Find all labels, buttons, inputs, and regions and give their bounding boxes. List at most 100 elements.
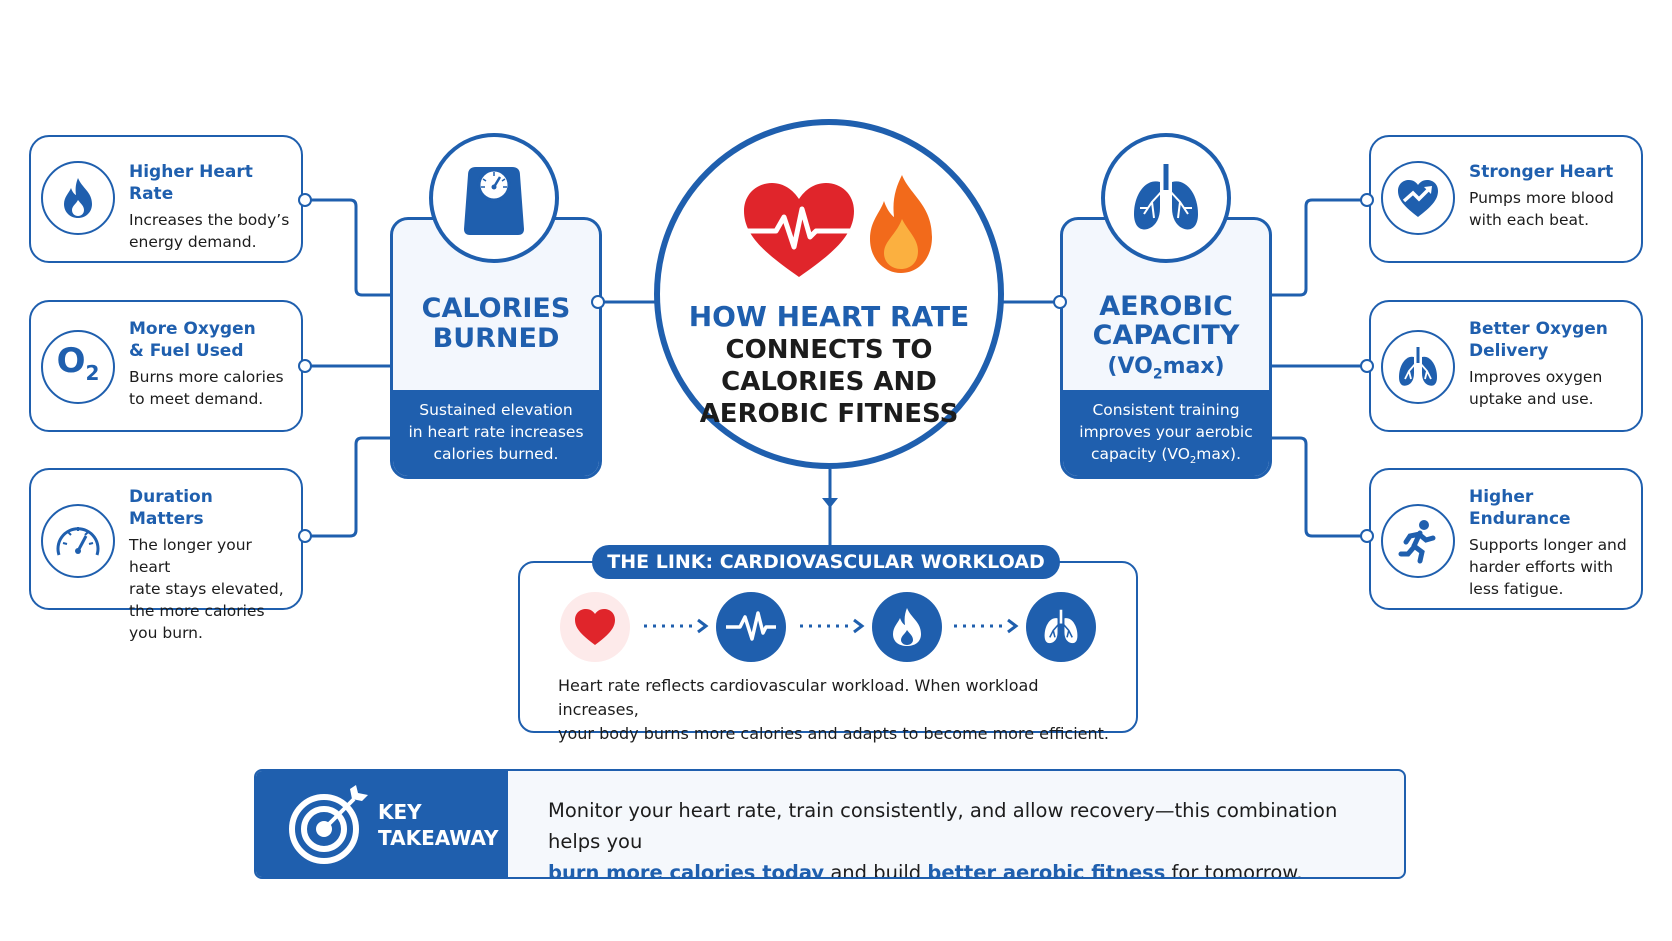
connector-dot <box>1053 295 1067 309</box>
panel-title: AEROBIC <box>1099 291 1233 322</box>
panel-description: Consistent training improves your aerobi… <box>1063 390 1269 476</box>
link-desc-line: your body burns more calories and adapts… <box>558 724 1110 743</box>
link-description: Heart rate reflects cardiovascular workl… <box>558 674 1118 746</box>
card-stronger-heart: Stronger Heart Pumps more blood with each… <box>1369 135 1643 263</box>
connector-dot <box>591 295 605 309</box>
connector-left-1 <box>305 198 392 297</box>
connector-dot <box>298 359 312 373</box>
card-desc-line: Increases the body’s <box>129 211 290 229</box>
card-desc-line: Burns more calories <box>129 368 284 386</box>
runner-icon <box>1398 520 1436 564</box>
card-title: More Oxygen <box>129 319 256 339</box>
panel-desc-line: improves your aerobic <box>1079 423 1253 441</box>
center-circle: HOW HEART RATE CONNECTS TO CALORIES AND … <box>654 119 1004 469</box>
flame-icon <box>870 175 932 273</box>
card-desc-line: uptake and use. <box>1469 390 1594 408</box>
takeaway-highlight: burn more calories today <box>548 861 825 879</box>
connector-dot <box>1360 193 1374 207</box>
card-desc-line: to meet demand. <box>129 390 264 408</box>
takeaway-highlight: better aerobic fitness <box>927 861 1166 879</box>
flow-heart <box>560 592 630 662</box>
flow-arrow <box>644 618 709 634</box>
scale-icon-badge <box>429 133 559 263</box>
connector-right-3 <box>1270 436 1365 538</box>
takeaway-text-segment: and build <box>824 861 928 879</box>
takeaway-label: KEY <box>378 800 422 824</box>
gauge-icon <box>56 527 100 556</box>
flame-icon <box>893 608 921 646</box>
card-duration-matters: Duration Matters The longer your heart ra… <box>29 468 303 642</box>
center-title: HOW HEART RATE <box>688 300 970 333</box>
heart-icon <box>575 609 615 645</box>
connector-dot <box>1360 359 1374 373</box>
heart-trend-icon <box>1398 180 1438 217</box>
scale-icon <box>464 167 524 235</box>
card-higher-heart-rate: Higher Heart Rate Increases the body’s en… <box>29 135 303 263</box>
card-desc-line: The longer your heart <box>129 536 252 576</box>
link-desc-line: Heart rate reflects cardiovascular workl… <box>558 676 1039 719</box>
card-title: Duration Matters <box>129 487 213 529</box>
card-title: Higher Heart Rate <box>129 162 253 204</box>
card-desc-line: the more calories <box>129 602 265 620</box>
card-title: Better Oxygen <box>1469 319 1608 339</box>
aerobic-capacity-panel: AEROBIC CAPACITY (VO2max) Consistent tra… <box>1060 217 1272 479</box>
connector-left-3 <box>305 436 392 538</box>
o2-icon-badge: O2 <box>41 330 115 404</box>
heart-pulse-icon <box>744 183 854 277</box>
card-desc-line: with each beat. <box>1469 211 1589 229</box>
lungs-icon <box>1399 347 1437 386</box>
link-title-pill: THE LINK: CARDIOVASCULAR WORKLOAD <box>592 545 1060 579</box>
panel-desc-line: Sustained elevation <box>419 401 573 419</box>
center-subtitle-line: CALORIES AND <box>721 367 937 397</box>
flow-arrow <box>800 618 865 634</box>
card-title: Stronger Heart <box>1469 162 1614 182</box>
flow-pulse <box>716 592 786 662</box>
key-takeaway-box: KEY TAKEAWAY Monitor your heart rate, tr… <box>254 769 1406 879</box>
lungs-icon <box>1044 609 1078 644</box>
key-takeaway-text: Monitor your heart rate, train consisten… <box>548 795 1384 879</box>
card-desc-line: you burn. <box>129 624 203 642</box>
gauge-icon-badge <box>41 504 115 578</box>
calories-burned-panel: CALORIES BURNED Sustained elevation in h… <box>390 217 602 479</box>
target-icon <box>289 785 368 864</box>
lungs-icon-badge <box>1101 133 1231 263</box>
takeaway-label: TAKEAWAY <box>378 826 499 850</box>
flow-lungs <box>1026 592 1096 662</box>
card-desc-line: rate stays elevated, <box>129 580 284 598</box>
takeaway-text-segment: for tomorrow. <box>1165 861 1303 879</box>
o2-icon: O2 <box>56 341 100 385</box>
panel-title: CALORIES <box>421 293 571 324</box>
panel-title: BURNED <box>432 323 560 354</box>
panel-desc-line: capacity (VO2max). <box>1090 445 1242 467</box>
center-subtitle-line: AEROBIC FITNESS <box>699 399 959 429</box>
connector-dot <box>1360 529 1374 543</box>
center-subtitle-line: CONNECTS TO <box>725 335 933 365</box>
connector-dot <box>298 529 312 543</box>
panel-desc-line: Consistent training <box>1092 401 1240 419</box>
lungs-icon <box>1134 164 1198 230</box>
flow-flame <box>872 592 942 662</box>
runner-icon-badge <box>1381 504 1455 578</box>
card-desc-line: Improves oxygen <box>1469 368 1603 386</box>
card-title: Higher Endurance <box>1469 487 1571 529</box>
lungs-icon-badge <box>1381 330 1455 404</box>
card-desc-line: harder efforts with <box>1469 558 1614 576</box>
flame-icon-badge <box>41 161 115 235</box>
flow-arrow <box>954 618 1019 634</box>
panel-title: CAPACITY <box>1092 320 1240 351</box>
connector-right-1 <box>1270 198 1365 297</box>
connector-dot <box>298 193 312 207</box>
pulse-icon <box>726 611 776 641</box>
card-desc-line: energy demand. <box>129 233 257 251</box>
panel-title: (VO2max) <box>1107 354 1225 383</box>
card-desc-line: Pumps more blood <box>1469 189 1614 207</box>
panel-desc-line: calories burned. <box>433 445 559 463</box>
card-title: Delivery <box>1469 341 1549 361</box>
card-more-oxygen: O2 More Oxygen& Fuel Used Burns more cal… <box>29 300 303 432</box>
card-desc-line: less fatigue. <box>1469 580 1564 598</box>
flame-icon <box>64 178 92 218</box>
card-title: & Fuel Used <box>129 341 244 361</box>
